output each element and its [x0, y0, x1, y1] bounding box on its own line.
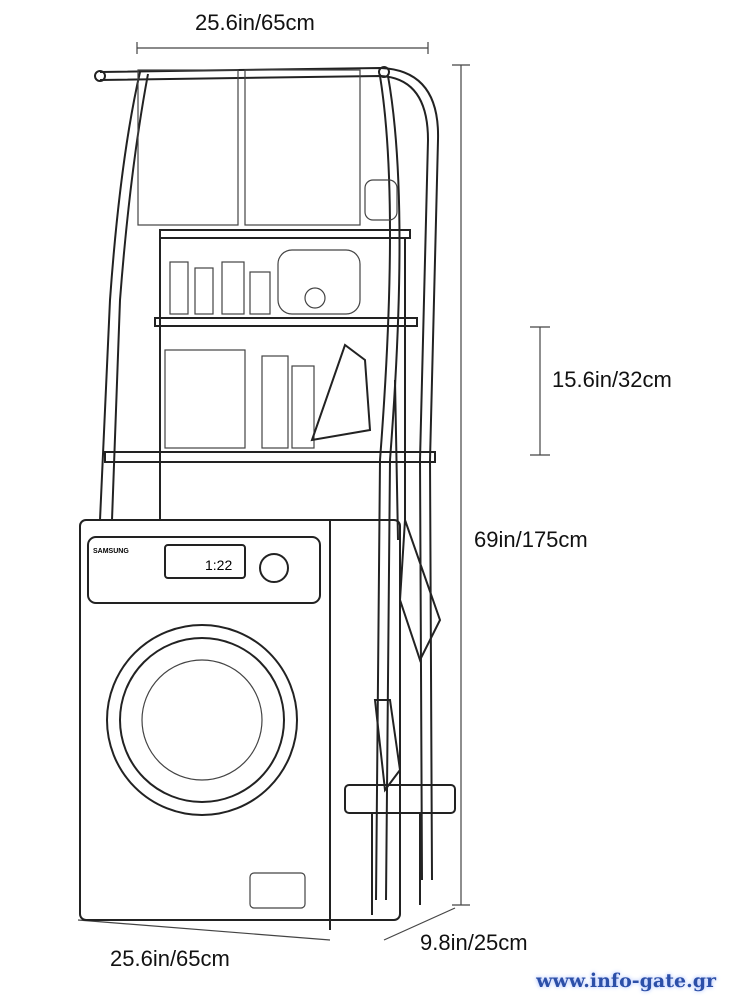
rack-frame — [94, 66, 440, 901]
depth-label: 9.8in/25cm — [420, 930, 528, 955]
top-width-label: 25.6in/65cm — [195, 10, 315, 35]
washer-display: 1:22 — [205, 557, 232, 573]
shelf-spacing-label: 15.6in/32cm — [552, 367, 672, 392]
washing-machine: SAMSUNG 1:22 — [79, 519, 401, 930]
washer-brand: SAMSUNG — [93, 548, 129, 555]
dimension-lines — [77, 42, 550, 941]
bottom-width-label: 25.6in/65cm — [110, 946, 230, 971]
total-height-label: 69in/175cm — [474, 527, 588, 552]
side-hanging-items — [344, 379, 456, 915]
shelf-items — [164, 179, 398, 449]
watermark: www.info-gate.gr — [536, 970, 716, 992]
